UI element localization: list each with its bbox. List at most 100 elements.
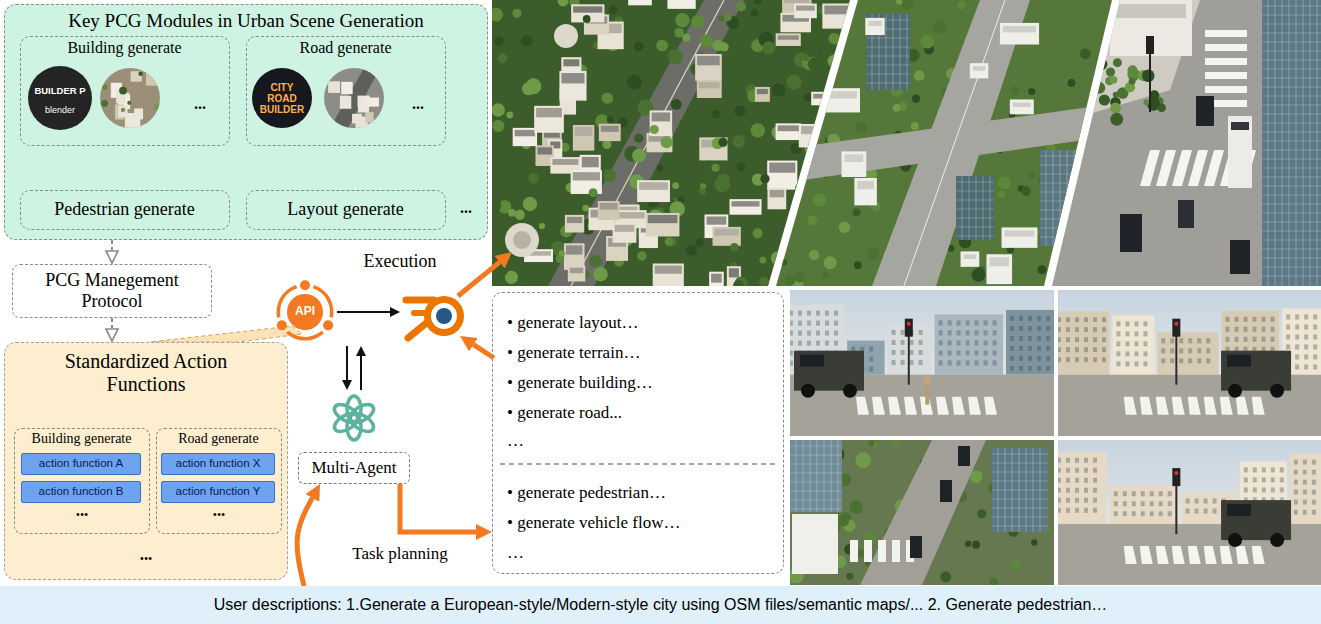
window <box>1197 348 1201 353</box>
window <box>984 330 988 335</box>
window <box>1186 509 1190 514</box>
crosswalk <box>1205 58 1247 65</box>
window <box>1075 317 1079 322</box>
window <box>993 320 997 325</box>
window <box>1304 354 1308 359</box>
tree <box>977 509 986 518</box>
crosswalk <box>1124 397 1137 415</box>
window-line <box>1262 114 1321 115</box>
crosswalk <box>1188 150 1208 186</box>
connector <box>400 484 476 532</box>
window <box>1093 327 1097 332</box>
window-line <box>992 517 1048 518</box>
list-item: … <box>507 542 524 564</box>
window <box>1280 477 1284 482</box>
window-line <box>866 83 910 84</box>
window <box>1197 358 1201 363</box>
tree <box>491 103 504 116</box>
window-line <box>1046 150 1047 246</box>
road <box>548 0 744 286</box>
window <box>1253 327 1257 332</box>
render-image <box>1058 440 1321 585</box>
window <box>1161 348 1165 353</box>
window <box>1075 357 1079 362</box>
window <box>1286 344 1290 349</box>
window-line <box>866 56 910 57</box>
box-heading: Road generate <box>300 39 392 57</box>
tree <box>972 268 986 282</box>
building <box>776 123 801 140</box>
roof <box>615 225 635 232</box>
roof <box>648 215 678 223</box>
list-item: • generate building… <box>507 372 653 394</box>
window <box>966 350 970 355</box>
tree <box>933 20 946 33</box>
render-thumbnail <box>100 68 160 128</box>
box-heading: Key PCG Modules in Urban Scene Generatio… <box>68 10 424 32</box>
window-line <box>992 463 1048 464</box>
tree <box>558 0 569 6</box>
tree <box>609 5 618 14</box>
window <box>1143 331 1147 336</box>
window-line <box>907 14 908 90</box>
tree <box>539 223 545 229</box>
window <box>1150 491 1154 496</box>
window <box>1037 366 1041 371</box>
building <box>341 82 352 94</box>
tree <box>912 95 920 103</box>
window <box>807 341 811 346</box>
module-box: Pedestrian generate <box>20 190 230 230</box>
building <box>646 213 680 237</box>
box-label: PCG Manegement Protocol <box>37 270 187 311</box>
window <box>1037 346 1041 351</box>
action-panel: Standardized Action FunctionsBuilding ge… <box>4 342 288 580</box>
building <box>709 272 724 297</box>
window <box>1102 317 1106 322</box>
pedestrian <box>923 377 931 385</box>
window <box>790 321 793 326</box>
roof <box>857 181 873 189</box>
window <box>1186 499 1190 504</box>
window <box>1046 346 1050 351</box>
window-line <box>1317 0 1318 286</box>
window <box>1046 356 1050 361</box>
building <box>650 110 673 136</box>
building <box>776 33 801 46</box>
box-label: API <box>295 305 315 319</box>
building <box>730 199 762 215</box>
window <box>1019 336 1023 341</box>
plugin-thumbnail <box>28 66 92 130</box>
window <box>957 320 961 325</box>
window <box>1046 366 1050 371</box>
window <box>1093 317 1097 322</box>
window <box>1303 500 1307 505</box>
window <box>1075 498 1079 503</box>
tree <box>776 168 789 181</box>
window <box>1226 327 1230 332</box>
window <box>1019 366 1023 371</box>
crosswalk <box>1220 546 1233 564</box>
tree <box>824 256 837 269</box>
window <box>1304 314 1308 319</box>
window <box>1168 491 1172 496</box>
window <box>957 330 961 335</box>
window <box>807 331 811 336</box>
tree <box>846 573 853 580</box>
tree <box>671 99 682 110</box>
building <box>653 264 684 288</box>
window <box>798 341 802 346</box>
window <box>825 321 829 326</box>
building <box>699 137 727 160</box>
action-function: action function Y <box>161 481 275 503</box>
building <box>637 180 670 202</box>
window-line <box>1262 105 1321 106</box>
window-line <box>1262 51 1321 52</box>
tree <box>732 135 745 148</box>
window <box>816 321 820 326</box>
window <box>1226 337 1230 342</box>
crosswalk <box>1172 546 1185 564</box>
building <box>697 80 722 98</box>
window <box>1294 480 1298 485</box>
window-line <box>790 446 842 447</box>
window <box>790 361 793 366</box>
